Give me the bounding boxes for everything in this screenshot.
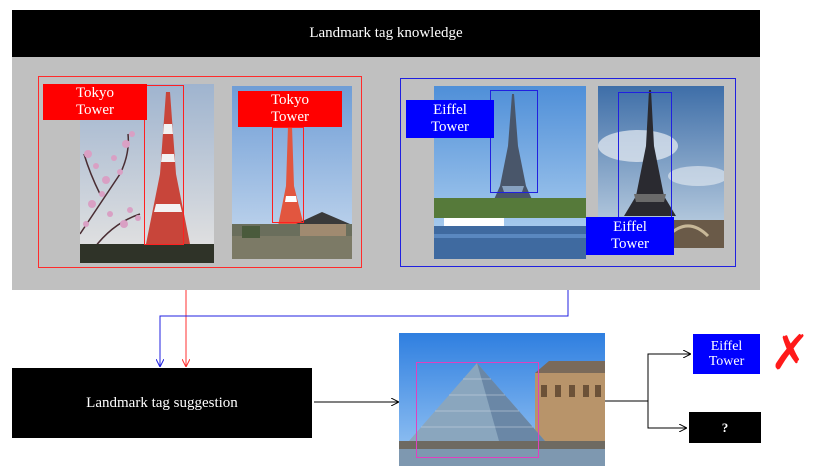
tokyo-tag-1: Tokyo Tower <box>43 84 147 120</box>
knowledge-title: Landmark tag knowledge <box>12 10 760 57</box>
branch-lines-lower <box>647 401 686 428</box>
suggested-tag-eiffel: Eiffel Tower <box>693 334 760 374</box>
eiffel-tag-2: Eiffel Tower <box>586 217 674 255</box>
eiffel-bbox-1 <box>490 90 538 193</box>
eiffel-tower-group <box>400 78 736 267</box>
unknown-tag: ? <box>689 412 761 443</box>
suggestion-box: Landmark tag suggestion <box>12 368 312 438</box>
eiffel-tag-1: Eiffel Tower <box>406 100 494 138</box>
tokyo-bbox-1 <box>144 85 184 245</box>
tokyo-tower-photo-1 <box>80 84 214 263</box>
query-photo-louvre <box>399 333 605 466</box>
tokyo-bbox-2 <box>272 127 304 223</box>
blue-connector <box>160 267 569 366</box>
tokyo-tower-group <box>38 76 362 268</box>
tokyo-tag-2: Tokyo Tower <box>238 91 342 127</box>
louvre-bbox <box>416 362 539 458</box>
branch-lines <box>604 354 690 402</box>
wrong-mark-icon: ✗ <box>769 325 811 381</box>
